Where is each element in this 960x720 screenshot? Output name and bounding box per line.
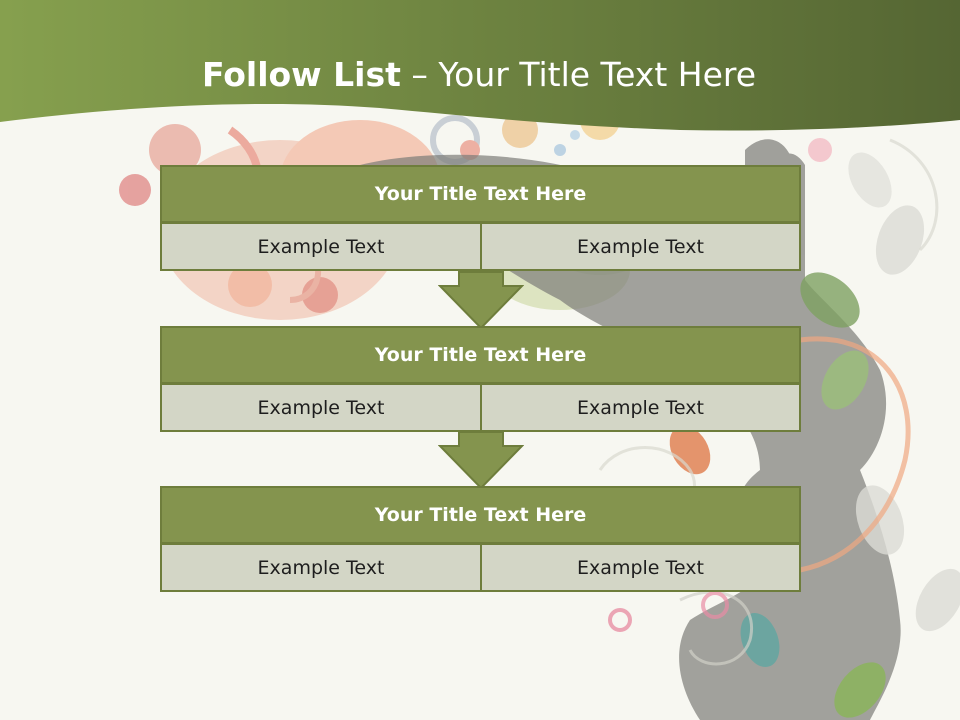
step-box-3: Your Title Text Here Example Text Exampl… — [160, 486, 801, 592]
step-title: Your Title Text Here — [160, 326, 801, 384]
step-text-left: Example Text — [160, 222, 482, 271]
down-arrow-icon — [438, 431, 524, 489]
step-box-2: Your Title Text Here Example Text Exampl… — [160, 326, 801, 432]
step-text-right: Example Text — [480, 543, 801, 592]
down-arrow-icon — [438, 271, 524, 329]
step-text-right: Example Text — [480, 222, 801, 271]
slide-title-rest: – Your Title Text Here — [400, 55, 757, 94]
slide-title: Follow List – Your Title Text Here — [202, 52, 756, 98]
swirl-decoration — [598, 138, 939, 666]
step-box-1: Your Title Text Here Example Text Exampl… — [160, 165, 801, 271]
step-title: Your Title Text Here — [160, 165, 801, 223]
leaf-decoration — [669, 152, 960, 718]
step-text-left: Example Text — [160, 383, 482, 432]
slide-title-bold: Follow List — [202, 55, 401, 94]
step-text-right: Example Text — [480, 383, 801, 432]
header-band — [0, 0, 960, 131]
step-text-left: Example Text — [160, 543, 482, 592]
step-title: Your Title Text Here — [160, 486, 801, 544]
